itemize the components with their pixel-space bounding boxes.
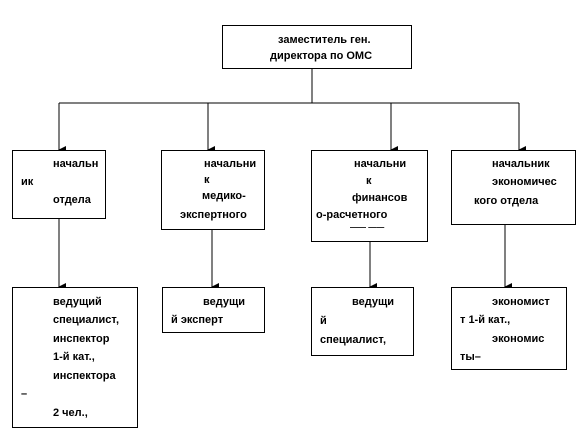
head-1-line-3: отдела [53,194,91,206]
staff-box-3: ведущи й специалист, [311,287,414,356]
staff-box-2: ведущи й эксперт [162,287,265,333]
head-3-line-1: начальни [354,158,407,170]
staff-1-line-3: инспектор [53,333,110,345]
head-box-2: начальни к медико- экспертного [161,150,265,230]
head-2-line-2: к [204,174,210,186]
head-box-3: начальни к финансов о-расчетного —— —— [311,150,428,242]
director-deputy-box: заместитель ген. директора по ОМС [222,25,412,69]
staff-1-line-7: 2 чел., [53,407,88,419]
head-4-line-1: начальник [492,158,550,170]
head-3-line-5: —— —— [350,223,385,232]
head-3-line-2: к [366,175,372,187]
staff-2-line-2: й эксперт [171,314,224,326]
head-3-line-4: о-расчетного [316,209,388,221]
head-box-1: начальн ик отдела [12,150,106,219]
staff-3-line-1: ведущи [352,296,395,308]
staff-1-line-2: специалист, [53,314,120,326]
staff-box-4: экономист т 1-й кат., экономис ты– [451,287,567,370]
staff-4-line-4: ты– [460,351,481,363]
staff-1-line-6: – [21,388,28,400]
staff-1-line-4: 1-й кат., [53,351,95,363]
head-1-line-2: ик [21,176,34,188]
staff-4-line-2: т 1-й кат., [460,314,511,326]
head-4-line-3: кого отдела [474,195,539,207]
head-2-line-3: медико- [202,190,246,202]
staff-2-line-1: ведущи [203,296,246,308]
staff-4-line-3: экономис [492,333,545,345]
top-line-2: директора по ОМС [270,50,373,62]
staff-3-line-3: специалист, [320,334,387,346]
head-4-line-2: экономичес [492,176,557,188]
staff-1-line-1: ведущий [53,296,102,308]
staff-4-line-1: экономист [492,296,550,308]
head-2-line-4: экспертного [180,209,247,221]
head-2-line-1: начальни [204,158,257,170]
head-box-4: начальник экономичес кого отдела [451,150,576,225]
head-1-line-1: начальн [53,158,99,170]
staff-3-line-2: й [320,315,327,327]
top-line-1: заместитель ген. [278,34,371,46]
head-3-line-3: финансов [352,192,408,204]
staff-box-1: ведущий специалист, инспектор 1-й кат., … [12,287,138,428]
staff-1-line-5: инспектора [53,370,116,382]
